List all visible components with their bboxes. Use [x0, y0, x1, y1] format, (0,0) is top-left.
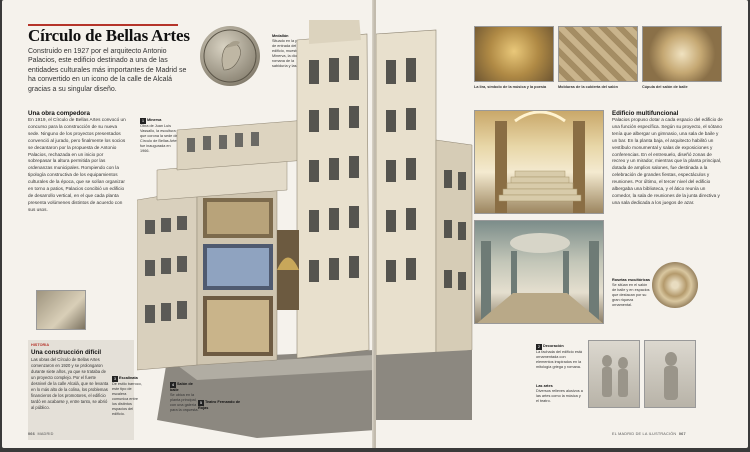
escalinata-caption-text: De estilo barroco, este tipo de escalera…: [112, 382, 142, 416]
rosette-caption: Rosetas escultóricas Se sitúan en el sal…: [612, 278, 650, 308]
top-caption-1: La lira, símbolo de la música y la poesí…: [474, 85, 547, 89]
folio-text-right: EL MADRID DE LA ILUSTRACIÓN: [612, 432, 677, 436]
folio-left: 066 MADRID: [28, 432, 54, 436]
rosette-caption-title: Rosetas escultóricas: [612, 278, 650, 282]
rosette-caption-text: Se sitúan en el salón de baile y en espa…: [612, 283, 650, 307]
relief-figure-icon: [664, 352, 678, 400]
minerva-caption-text: Obra de Juan Luis Vassallo, la escultura…: [140, 124, 179, 153]
callout-number: 1: [140, 118, 146, 124]
construction-photo: [36, 290, 86, 330]
title-rule: [28, 24, 178, 26]
relief-figures-icon: [602, 355, 628, 397]
medallion-caption: Medallón Situado en la puerta de entrada…: [272, 34, 308, 69]
sidebar-heading: Una construcción difícil: [31, 349, 102, 356]
section1-body: En 1919, el Círculo de Bellas Artes conv…: [28, 117, 126, 212]
dome-photo: [642, 26, 722, 82]
sidebar-body: Las obras del Círculo de Bellas Artes co…: [31, 357, 109, 410]
salon-caption-text: Se ubica en la planta principal, con una…: [170, 393, 199, 412]
gutter: [372, 0, 378, 448]
section-heading-right: Edificio multifuncional: [612, 110, 679, 117]
callout-number: 5: [198, 400, 204, 406]
intro-text: Construido en 1927 por el arquitecto Ant…: [28, 48, 187, 93]
rosette-image: [652, 262, 698, 308]
sidebar-label: HISTORIA: [31, 343, 50, 347]
moldings-photo: [558, 26, 638, 82]
building-cutaway-continuation: [376, 29, 473, 420]
building-cutaway-illustration: [137, 20, 374, 438]
decoracion-caption-title: Decoración: [543, 344, 564, 348]
salon-caption-title: Salón de baile: [170, 382, 193, 392]
callout-number: 3: [112, 376, 118, 382]
artes-caption-text: Diversos relieves alusivos a las artes c…: [536, 389, 583, 403]
ballroom-drawing: [477, 233, 603, 323]
artes-caption: Las artes Diversos relieves alusivos a l…: [536, 384, 584, 404]
left-page: Círculo de Bellas Artes Construido en 19…: [2, 0, 374, 448]
medallion-caption-title: Medallón: [272, 34, 289, 38]
staircase-photo: [474, 110, 604, 214]
section1-heading: Una obra compedora: [28, 110, 90, 117]
right-page: La lira, símbolo de la música y la poesí…: [376, 0, 748, 448]
relief-photo-2: [644, 340, 696, 408]
top-caption-3: Cúpula del salón de baile: [642, 85, 688, 89]
section-body-right: Palacios propuso dotar a cada espacio de…: [612, 117, 723, 205]
ballroom-photo: [474, 220, 604, 324]
artes-caption-title: Las artes: [536, 384, 553, 388]
folio-text-left: MADRID: [37, 432, 54, 436]
decoracion-caption-text: La fachada del edificio está ornamentada…: [536, 350, 583, 369]
minerva-medallion-image: [200, 26, 260, 86]
top-caption-2: Molduras de la cubierta del salón: [558, 85, 618, 89]
medallion-relief-icon: [203, 29, 257, 83]
page-title: Círculo de Bellas Artes: [28, 26, 190, 45]
callout-number: 2: [536, 344, 542, 350]
callout-number: 4: [170, 382, 176, 388]
teatro-caption-title: Teatro Fernando de Rojas: [198, 400, 241, 410]
page-number-left: 066: [28, 432, 35, 436]
minerva-caption-title: Minerva: [147, 118, 162, 122]
page-number-right: 067: [678, 432, 686, 436]
history-sidebar: [28, 340, 134, 440]
lyre-photo: [474, 26, 554, 82]
medallion-caption-text: Situado en la puerta de entrada del edif…: [272, 39, 308, 68]
relief-photo-1: [588, 340, 640, 408]
escalinata-caption-title: Escalinata: [119, 376, 138, 380]
folio-right: EL MADRID DE LA ILUSTRACIÓN 067: [612, 432, 686, 436]
staircase-drawing: [495, 111, 585, 213]
